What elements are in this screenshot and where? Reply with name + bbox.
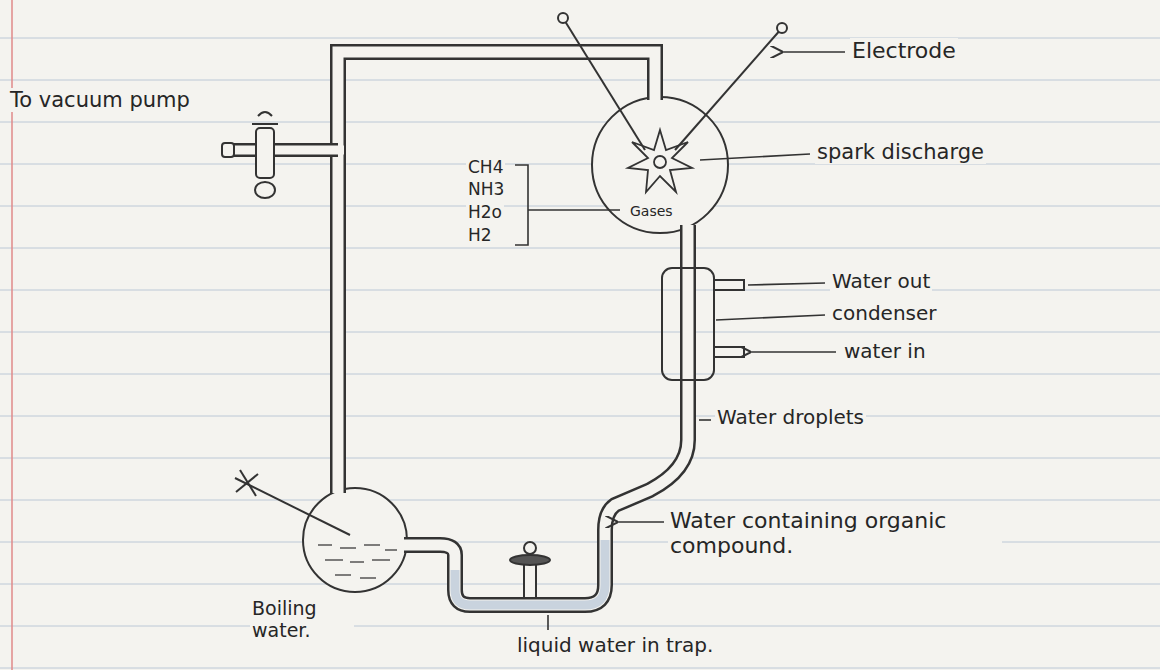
gas-bracket [515, 165, 528, 245]
leader-line [748, 283, 825, 285]
stopcock-handle [252, 112, 278, 124]
ruled-line [0, 38, 1160, 39]
ruled-line [0, 290, 1160, 291]
part-label: water in [842, 340, 928, 363]
ruled-line [0, 206, 1160, 207]
part-label: Water out [830, 270, 932, 293]
ruled-line [0, 668, 1160, 669]
electrode-wires [558, 13, 787, 150]
gas-label: H2 [466, 226, 494, 246]
stopcock-handle [510, 555, 550, 565]
electrode-wire [675, 28, 782, 150]
tube-inner [404, 225, 688, 605]
water-out-pipe [714, 280, 744, 290]
gas-label: Gases [628, 203, 675, 219]
tube-inner [232, 146, 344, 155]
spark-star [628, 130, 692, 192]
rod-mark [236, 474, 258, 492]
part-label: liquid water in trap. [515, 634, 715, 657]
leader-line [617, 521, 664, 523]
vacuum-stopcock [222, 112, 278, 198]
ruled-line [0, 164, 1160, 165]
flask-outline [592, 97, 728, 233]
part-label: Electrode [850, 38, 958, 63]
flask-outline [303, 488, 407, 592]
electrode-terminal [558, 13, 568, 23]
part-label: Boiling water. [250, 598, 354, 642]
ruled-line [0, 248, 1160, 249]
leader-line [699, 419, 711, 421]
trap-stopcock [510, 542, 550, 598]
water-in-pipe [714, 347, 744, 357]
ruled-line [0, 458, 1160, 459]
ruled-line [0, 122, 1160, 123]
electrode-terminal [777, 23, 787, 33]
ruled-line [0, 374, 1160, 375]
electrode-wire [563, 18, 645, 150]
tube-outer [338, 52, 655, 493]
gas-label: NH3 [466, 180, 506, 200]
spark-symbol [628, 130, 692, 192]
leader-line [750, 351, 836, 353]
stopcock-stem [524, 562, 536, 598]
glass-tube [232, 52, 688, 605]
rod-line [235, 478, 350, 535]
stopcock-knob [524, 542, 536, 554]
part-label: Water droplets [715, 406, 866, 429]
leader-line [782, 51, 845, 53]
stopcock-nozzle [222, 143, 234, 157]
heater-rod [235, 470, 350, 535]
leader-line [528, 209, 620, 211]
condenser-jacket [662, 268, 714, 380]
gas-label: CH4 [466, 158, 505, 178]
part-label: condenser [830, 302, 939, 325]
leader-line [716, 315, 825, 320]
leader-line [700, 154, 810, 160]
tube-outer [404, 225, 688, 605]
spark-flask [592, 97, 728, 233]
condenser [662, 268, 744, 380]
boiling-flask [303, 488, 407, 592]
spark-core [654, 156, 666, 168]
pump-label: To vacuum pump [8, 88, 192, 112]
gas-label: H2o [466, 203, 504, 223]
part-label: Water containing organic compound. [668, 508, 1002, 559]
ruled-line [0, 416, 1160, 417]
stopcock-bulb [255, 182, 275, 198]
ruled-line [0, 500, 1160, 501]
stopcock-body [256, 128, 274, 178]
ruled-line [0, 332, 1160, 333]
ruled-line [0, 80, 1160, 81]
ruled-line [0, 584, 1160, 585]
trap-water [455, 540, 605, 605]
water-dashes [318, 545, 397, 578]
part-label: spark discharge [815, 140, 986, 164]
tube-inner [338, 52, 655, 493]
leader-line [547, 615, 549, 630]
ruled-line [0, 626, 1160, 627]
